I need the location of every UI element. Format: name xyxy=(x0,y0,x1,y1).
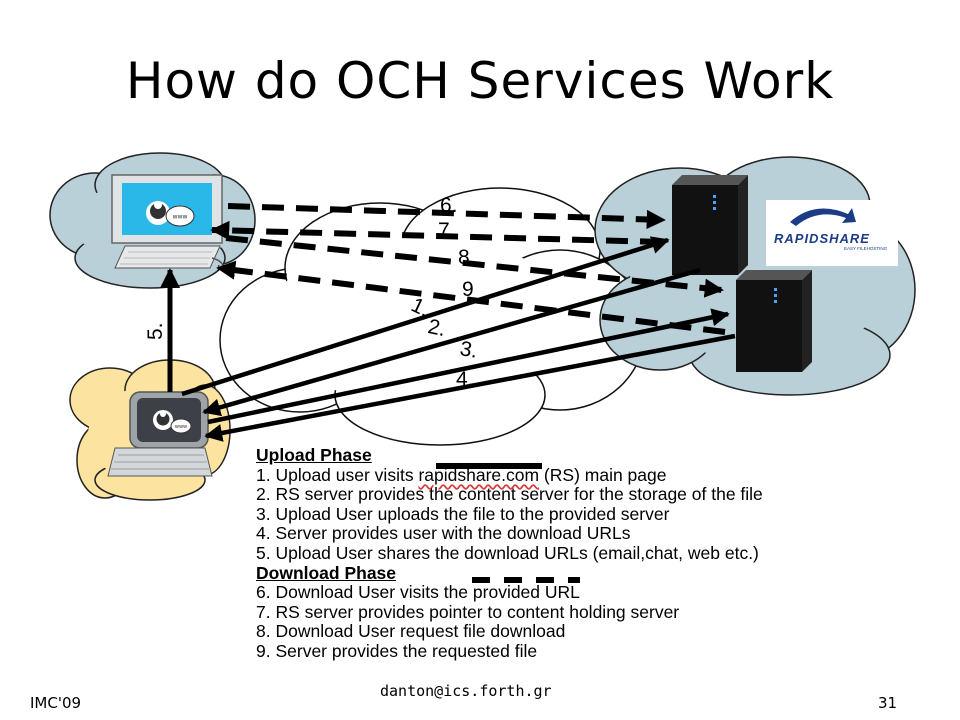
step-label-2: 2. xyxy=(426,315,448,341)
content-server-icon xyxy=(736,270,812,372)
step-label-4: 4. xyxy=(456,368,474,391)
footer-page-number: 31 xyxy=(878,694,898,712)
download-step-7: 7. RS server provides pointer to content… xyxy=(256,601,680,622)
upload-arrows xyxy=(160,236,736,442)
footer-email: danton@ics.forth.gr xyxy=(380,682,552,700)
rapidshare-link[interactable]: rapidshare.com xyxy=(418,464,540,485)
upload-phase-heading: Upload Phase xyxy=(256,445,372,465)
rapidshare-logo: RAPIDSHARE EASY FILEHOSTING xyxy=(766,200,898,266)
svg-text:RAPIDSHARE: RAPIDSHARE xyxy=(774,231,870,246)
svg-text:EASY FILEHOSTING: EASY FILEHOSTING xyxy=(844,246,888,251)
rs-main-server-icon xyxy=(672,175,748,275)
footer-conference: IMC'09 xyxy=(30,694,82,712)
arrow-step-9 xyxy=(216,260,726,335)
arrow-step-1 xyxy=(181,236,670,397)
step-label-7: 7. xyxy=(438,219,456,242)
step-label-3: 3. xyxy=(458,337,479,363)
download-step-6: 6. Download User visits the provided URL xyxy=(256,582,580,603)
upload-step-3: 3. Upload User uploads the file to the p… xyxy=(256,503,670,524)
download-user-computer-icon: www xyxy=(111,174,224,271)
download-arrows xyxy=(210,203,726,335)
arrow-step-7 xyxy=(210,220,663,245)
svg-text:www: www xyxy=(175,424,187,430)
download-step-8: 8. Download User request file download xyxy=(256,621,566,642)
arrow-step-6 xyxy=(227,203,666,230)
step-label-8: 8. xyxy=(458,246,476,269)
step-label-5: 5. xyxy=(144,322,167,340)
svg-text:www: www xyxy=(173,214,188,221)
step-labels: 6. 7. 8. 9 1. 2. 3. 4. 5. xyxy=(144,194,479,391)
upload-step-2: 2. RS server provides the content server… xyxy=(256,484,763,505)
arrow-step-3 xyxy=(207,308,730,425)
legend-line-samples xyxy=(436,463,580,583)
download-phase-heading: Download Phase xyxy=(256,562,397,583)
slide-title: How do OCH Services Work xyxy=(125,52,835,110)
upload-step-5: 5. Upload User shares the download URLs … xyxy=(256,542,759,563)
download-step-9: 9. Server provides the requested file xyxy=(256,640,538,661)
arrow-step-4 xyxy=(204,333,736,442)
upload-step-4: 4. Server provides user with the downloa… xyxy=(256,523,631,544)
upload-step-1: 1. Upload user visits rapidshare.com (RS… xyxy=(256,464,667,485)
arrow-step-2 xyxy=(202,267,701,417)
legend: Upload Phase 1. Upload user visits rapid… xyxy=(256,445,936,662)
step-label-9: 9 xyxy=(462,278,474,301)
upload-user-computer-icon: www xyxy=(107,391,213,477)
step-label-6: 6. xyxy=(440,194,458,217)
arrow-step-8 xyxy=(225,235,724,298)
